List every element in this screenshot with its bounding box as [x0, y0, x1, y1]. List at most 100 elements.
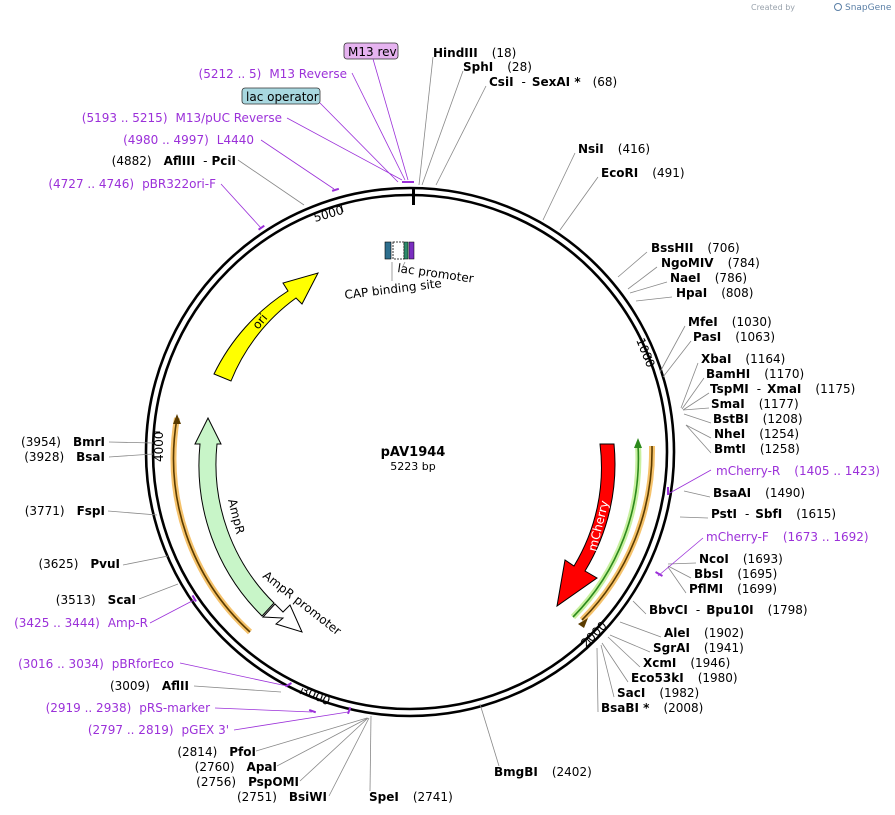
site-NaeI[interactable]: NaeI(786)	[670, 271, 747, 285]
credit-prefix: Created by	[751, 3, 795, 12]
site-SmaI[interactable]: SmaI(1177)	[711, 397, 799, 411]
site-BmtI[interactable]: BmtI(1258)	[714, 442, 800, 456]
site-ScaI[interactable]: (3513)ScaI	[56, 593, 136, 607]
svg-text:PasI(1063): PasI(1063)	[693, 330, 775, 344]
site-FspI[interactable]: (3771)FspI	[25, 504, 105, 518]
svg-text:(3425 .. 3444)Amp-R: (3425 .. 3444)Amp-R	[14, 616, 148, 630]
primer-pbr322ori-f[interactable]: (4727 .. 4746)pBR322ori-F	[48, 177, 216, 191]
svg-text:4000: 4000	[152, 431, 166, 462]
site-PasI[interactable]: PasI(1063)	[693, 330, 775, 344]
site-BmrI[interactable]: (3954)BmrI	[21, 435, 105, 449]
site-XcmI[interactable]: XcmI(1946)	[643, 656, 730, 670]
primer-mcherry-f[interactable]: mCherry-F(1673 .. 1692)	[706, 530, 869, 544]
svg-text:BmgBI(2402): BmgBI(2402)	[494, 765, 592, 779]
site-BsaI[interactable]: (3928)BsaI	[24, 450, 105, 464]
svg-text:BbvCI-Bpu10I(1798): BbvCI-Bpu10I(1798)	[649, 603, 808, 617]
site-SacI[interactable]: SacI(1982)	[617, 686, 699, 700]
site-MfeI[interactable]: MfeI(1030)	[688, 315, 772, 329]
tick-4000: 4000	[152, 431, 166, 462]
svg-text:NaeI(786): NaeI(786)	[670, 271, 747, 285]
site-SgrAI[interactable]: SgrAI(1941)	[653, 641, 744, 655]
svg-text:BbsI(1695): BbsI(1695)	[694, 567, 777, 581]
site-BstBI[interactable]: BstBI(1208)	[713, 412, 803, 426]
primer-m13-reverse[interactable]: (5212 .. 5)M13 Reverse	[199, 67, 347, 81]
site-PstI[interactable]: PstI-SbfI(1615)	[711, 507, 836, 521]
site-Eco53kI[interactable]: Eco53kI(1980)	[631, 671, 738, 685]
credit-brand: SnapGene	[845, 3, 892, 13]
primer-mcherry-r[interactable]: mCherry-R(1405 .. 1423)	[716, 464, 880, 478]
site-PspOMI[interactable]: (2756)PspOMI	[196, 775, 299, 789]
lac-operator-box[interactable]: lac operator	[241, 87, 321, 105]
site-PvuI[interactable]: (3625)PvuI	[38, 557, 120, 571]
svg-text:BsaAI(1490): BsaAI(1490)	[713, 486, 805, 500]
site-SpeI[interactable]: SpeI(2741)	[369, 790, 453, 804]
svg-text:(5193 .. 5215)M13/pUC Reverse: (5193 .. 5215)M13/pUC Reverse	[82, 111, 282, 125]
svg-text:(2751)BsiWI: (2751)BsiWI	[237, 790, 327, 804]
tick-3000: 3000	[299, 683, 333, 708]
feature-mcherry-track-orange	[578, 445, 656, 628]
svg-text:BamHI(1170): BamHI(1170)	[706, 367, 804, 381]
site-NsiI[interactable]: NsiI(416)	[578, 142, 650, 156]
site-PfoI[interactable]: (2814)PfoI	[177, 745, 256, 759]
svg-text:TspMI-XmaI(1175): TspMI-XmaI(1175)	[710, 382, 855, 396]
site-SphI[interactable]: SphI(28)	[463, 60, 532, 74]
primer-amp-r[interactable]: (3425 .. 3444)Amp-R	[14, 616, 148, 630]
feature-m13rev-site[interactable]	[408, 241, 415, 260]
site-NcoI[interactable]: NcoI(1693)	[699, 552, 783, 566]
primer-pgex-3[interactable]: (2797 .. 2819)pGEX 3'	[88, 723, 229, 737]
site-BsaBI[interactable]: BsaBI *(2008)	[601, 701, 703, 715]
site-BbsI[interactable]: BbsI(1695)	[694, 567, 777, 581]
primer-pbrforeco[interactable]: (3016 .. 3034)pBRforEco	[18, 657, 174, 671]
feature-lac-operator[interactable]	[403, 241, 409, 260]
svg-text:SpeI(2741): SpeI(2741)	[369, 790, 453, 804]
site-PflMI[interactable]: PflMI(1699)	[689, 582, 777, 596]
site-BamHI[interactable]: BamHI(1170)	[706, 367, 804, 381]
site-BmgBI[interactable]: BmgBI(2402)	[494, 765, 592, 779]
site-HindIII[interactable]: HindIII(18)	[433, 46, 516, 60]
svg-text:CsiI-SexAI *(68): CsiI-SexAI *(68)	[489, 75, 617, 89]
svg-text:(5212 .. 5)M13 Reverse: (5212 .. 5)M13 Reverse	[199, 67, 347, 81]
site-BbvCI[interactable]: BbvCI-Bpu10I(1798)	[649, 603, 808, 617]
site-XbaI[interactable]: XbaI(1164)	[701, 352, 785, 366]
primer-prs-marker[interactable]: (2919 .. 2938)pRS-marker	[46, 701, 210, 715]
svg-text:(3513)ScaI: (3513)ScaI	[56, 593, 136, 607]
svg-text:(3625)PvuI: (3625)PvuI	[38, 557, 120, 571]
svg-text:(3009)AflII: (3009)AflII	[110, 679, 189, 693]
svg-text:XbaI(1164): XbaI(1164)	[701, 352, 785, 366]
feature-mcherry[interactable]: mCherry	[556, 443, 616, 608]
site-CsiI[interactable]: CsiI-SexAI *(68)	[489, 75, 617, 89]
site-AflIII[interactable]: (4882)AflIII-PciI	[112, 154, 236, 168]
svg-text:(3928)BsaI: (3928)BsaI	[24, 450, 105, 464]
site-EcoRI[interactable]: EcoRI(491)	[601, 166, 685, 180]
svg-text:1000: 1000	[633, 336, 657, 370]
feature-lac-promoter[interactable]	[392, 241, 405, 260]
site-AflII[interactable]: (3009)AflII	[110, 679, 189, 693]
site-AleI[interactable]: AleI(1902)	[664, 626, 744, 640]
site-NgoMIV[interactable]: NgoMIV(784)	[661, 256, 760, 270]
site-HpaI[interactable]: HpaI(808)	[676, 286, 753, 300]
feature-ampr[interactable]: AmpR	[194, 416, 275, 617]
m13-rev-box[interactable]: M13 rev	[343, 42, 399, 60]
tick-1000: 1000	[633, 336, 657, 370]
svg-text:AleI(1902): AleI(1902)	[664, 626, 744, 640]
primer-l4440[interactable]: (4980 .. 4997)L4440	[123, 133, 254, 147]
site-BsiWI[interactable]: (2751)BsiWI	[237, 790, 327, 804]
primer-m13-puc-reverse[interactable]: (5193 .. 5215)M13/pUC Reverse	[82, 111, 282, 125]
svg-text:HpaI(808): HpaI(808)	[676, 286, 753, 300]
feature-cap-binding-site[interactable]	[384, 241, 392, 260]
svg-text:EcoRI(491): EcoRI(491)	[601, 166, 685, 180]
svg-text:SmaI(1177): SmaI(1177)	[711, 397, 799, 411]
svg-text:NheI(1254): NheI(1254)	[714, 427, 799, 441]
feature-ori[interactable]: ori	[213, 272, 319, 382]
primer-marks	[191, 181, 669, 715]
site-BsaAI[interactable]: BsaAI(1490)	[713, 486, 805, 500]
site-BssHII[interactable]: BssHII(706)	[651, 241, 740, 255]
site-TspMI[interactable]: TspMI-XmaI(1175)	[710, 382, 855, 396]
svg-text:(2919 .. 2938)pRS-marker: (2919 .. 2938)pRS-marker	[46, 701, 210, 715]
svg-text:mCherry-F(1673 .. 1692): mCherry-F(1673 .. 1692)	[706, 530, 869, 544]
site-NheI[interactable]: NheI(1254)	[714, 427, 799, 441]
site-ApaI[interactable]: (2760)ApaI	[195, 760, 277, 774]
svg-text:NcoI(1693): NcoI(1693)	[699, 552, 783, 566]
svg-text:M13 rev: M13 rev	[348, 45, 397, 59]
svg-text:3000: 3000	[299, 683, 333, 708]
